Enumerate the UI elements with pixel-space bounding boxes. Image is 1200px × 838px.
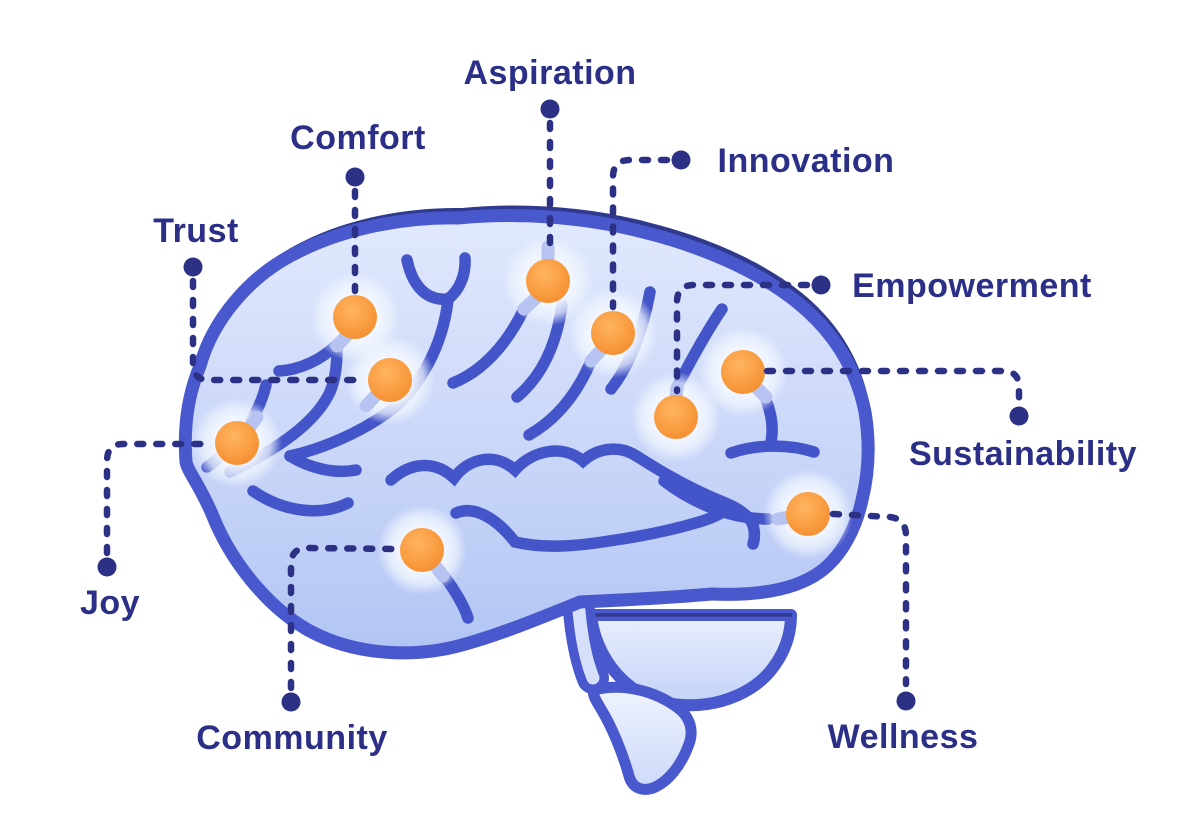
connector-sustainability xyxy=(763,367,1023,403)
fold-line xyxy=(725,440,820,459)
node-community xyxy=(400,528,444,572)
node-trust xyxy=(368,358,412,402)
brain-stem-funnel xyxy=(587,681,697,795)
label-joy: Joy xyxy=(80,584,140,622)
connector-innovation xyxy=(609,156,671,311)
connector-trust xyxy=(189,277,366,384)
fold-line xyxy=(447,303,530,389)
label-innovation: Innovation xyxy=(718,142,895,180)
label-sustainability: Sustainability xyxy=(909,435,1137,473)
label-dot-joy xyxy=(97,557,117,577)
node-stem xyxy=(517,290,544,316)
label-dot-wellness xyxy=(896,691,916,711)
label-dot-innovation xyxy=(671,150,691,170)
connector-empowerment xyxy=(673,281,811,395)
labels: Aspiration Comfort Trust Innovation Empo… xyxy=(80,54,1137,757)
connector-wellness xyxy=(829,510,910,688)
node-innovation xyxy=(591,311,635,355)
sulcus-wave-lower xyxy=(450,501,736,552)
label-dot-empowerment xyxy=(811,275,831,295)
label-dot-aspiration xyxy=(540,99,560,119)
node-sustainability xyxy=(721,350,765,394)
connector-joy xyxy=(103,440,215,557)
connector-community xyxy=(287,544,400,692)
label-trust: Trust xyxy=(153,212,239,250)
label-community: Community xyxy=(196,719,388,757)
node-wellness xyxy=(786,492,830,536)
synapse-nodes xyxy=(192,236,853,595)
node-comfort xyxy=(333,295,377,339)
label-dots xyxy=(97,99,1029,712)
connectors xyxy=(103,119,1023,692)
label-dot-comfort xyxy=(345,167,365,187)
node-joy xyxy=(215,421,259,465)
label-dot-sustainability xyxy=(1009,406,1029,426)
label-dot-community xyxy=(281,692,301,712)
node-stem xyxy=(750,381,773,404)
fold-line xyxy=(284,450,362,478)
label-empowerment: Empowerment xyxy=(852,267,1092,305)
node-empowerment xyxy=(654,395,698,439)
fold-line xyxy=(523,355,597,441)
label-dot-trust xyxy=(183,257,203,277)
node-stem xyxy=(584,342,609,368)
sulcus-wave-upper xyxy=(385,443,761,550)
label-comfort: Comfort xyxy=(290,119,426,157)
node-aspiration xyxy=(526,259,570,303)
label-wellness: Wellness xyxy=(828,718,979,756)
fold-line xyxy=(247,485,354,517)
label-aspiration: Aspiration xyxy=(463,54,636,92)
cerebellum xyxy=(585,609,797,712)
